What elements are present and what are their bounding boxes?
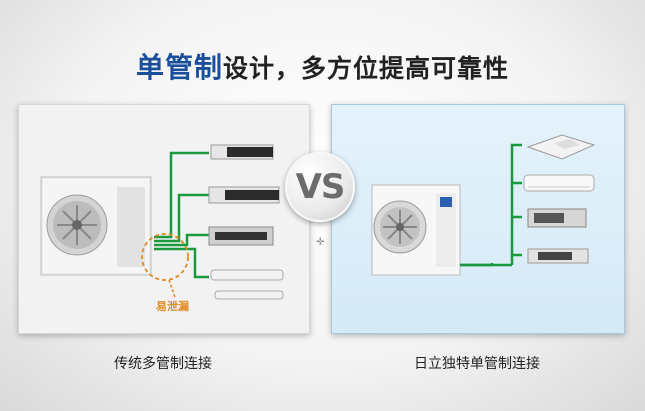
right-caption: 日立独特单管制连接	[414, 356, 540, 372]
outdoor-unit-right	[371, 184, 461, 276]
left-caption: 传统多管制连接	[114, 356, 212, 372]
leak-label: 易泄漏	[156, 300, 189, 313]
indoor-unit-duct-1	[210, 144, 274, 160]
title-rest: 设计，多方位提高可靠性	[223, 54, 510, 83]
indoor-unit-floor-right	[527, 248, 589, 264]
traditional-panel	[18, 104, 310, 334]
hitachi-panel	[331, 104, 625, 334]
indoor-unit-duct-right	[527, 208, 587, 228]
page-title: 单管制设计，多方位提高可靠性	[0, 46, 645, 86]
indoor-unit-cassette-right	[526, 134, 596, 160]
vs-label: VS	[295, 167, 346, 207]
leak-circle	[141, 233, 189, 281]
indoor-unit-wall-right	[523, 174, 595, 192]
indoor-unit-cassette	[208, 226, 274, 246]
indoor-unit-wall	[210, 269, 284, 281]
indoor-unit-floor	[214, 290, 284, 300]
vs-badge: VS	[285, 152, 355, 222]
cursor-icon: ✛	[316, 237, 325, 248]
indoor-unit-duct-2	[208, 186, 280, 204]
outdoor-unit-left	[40, 176, 152, 276]
title-highlight: 单管制	[135, 51, 223, 84]
